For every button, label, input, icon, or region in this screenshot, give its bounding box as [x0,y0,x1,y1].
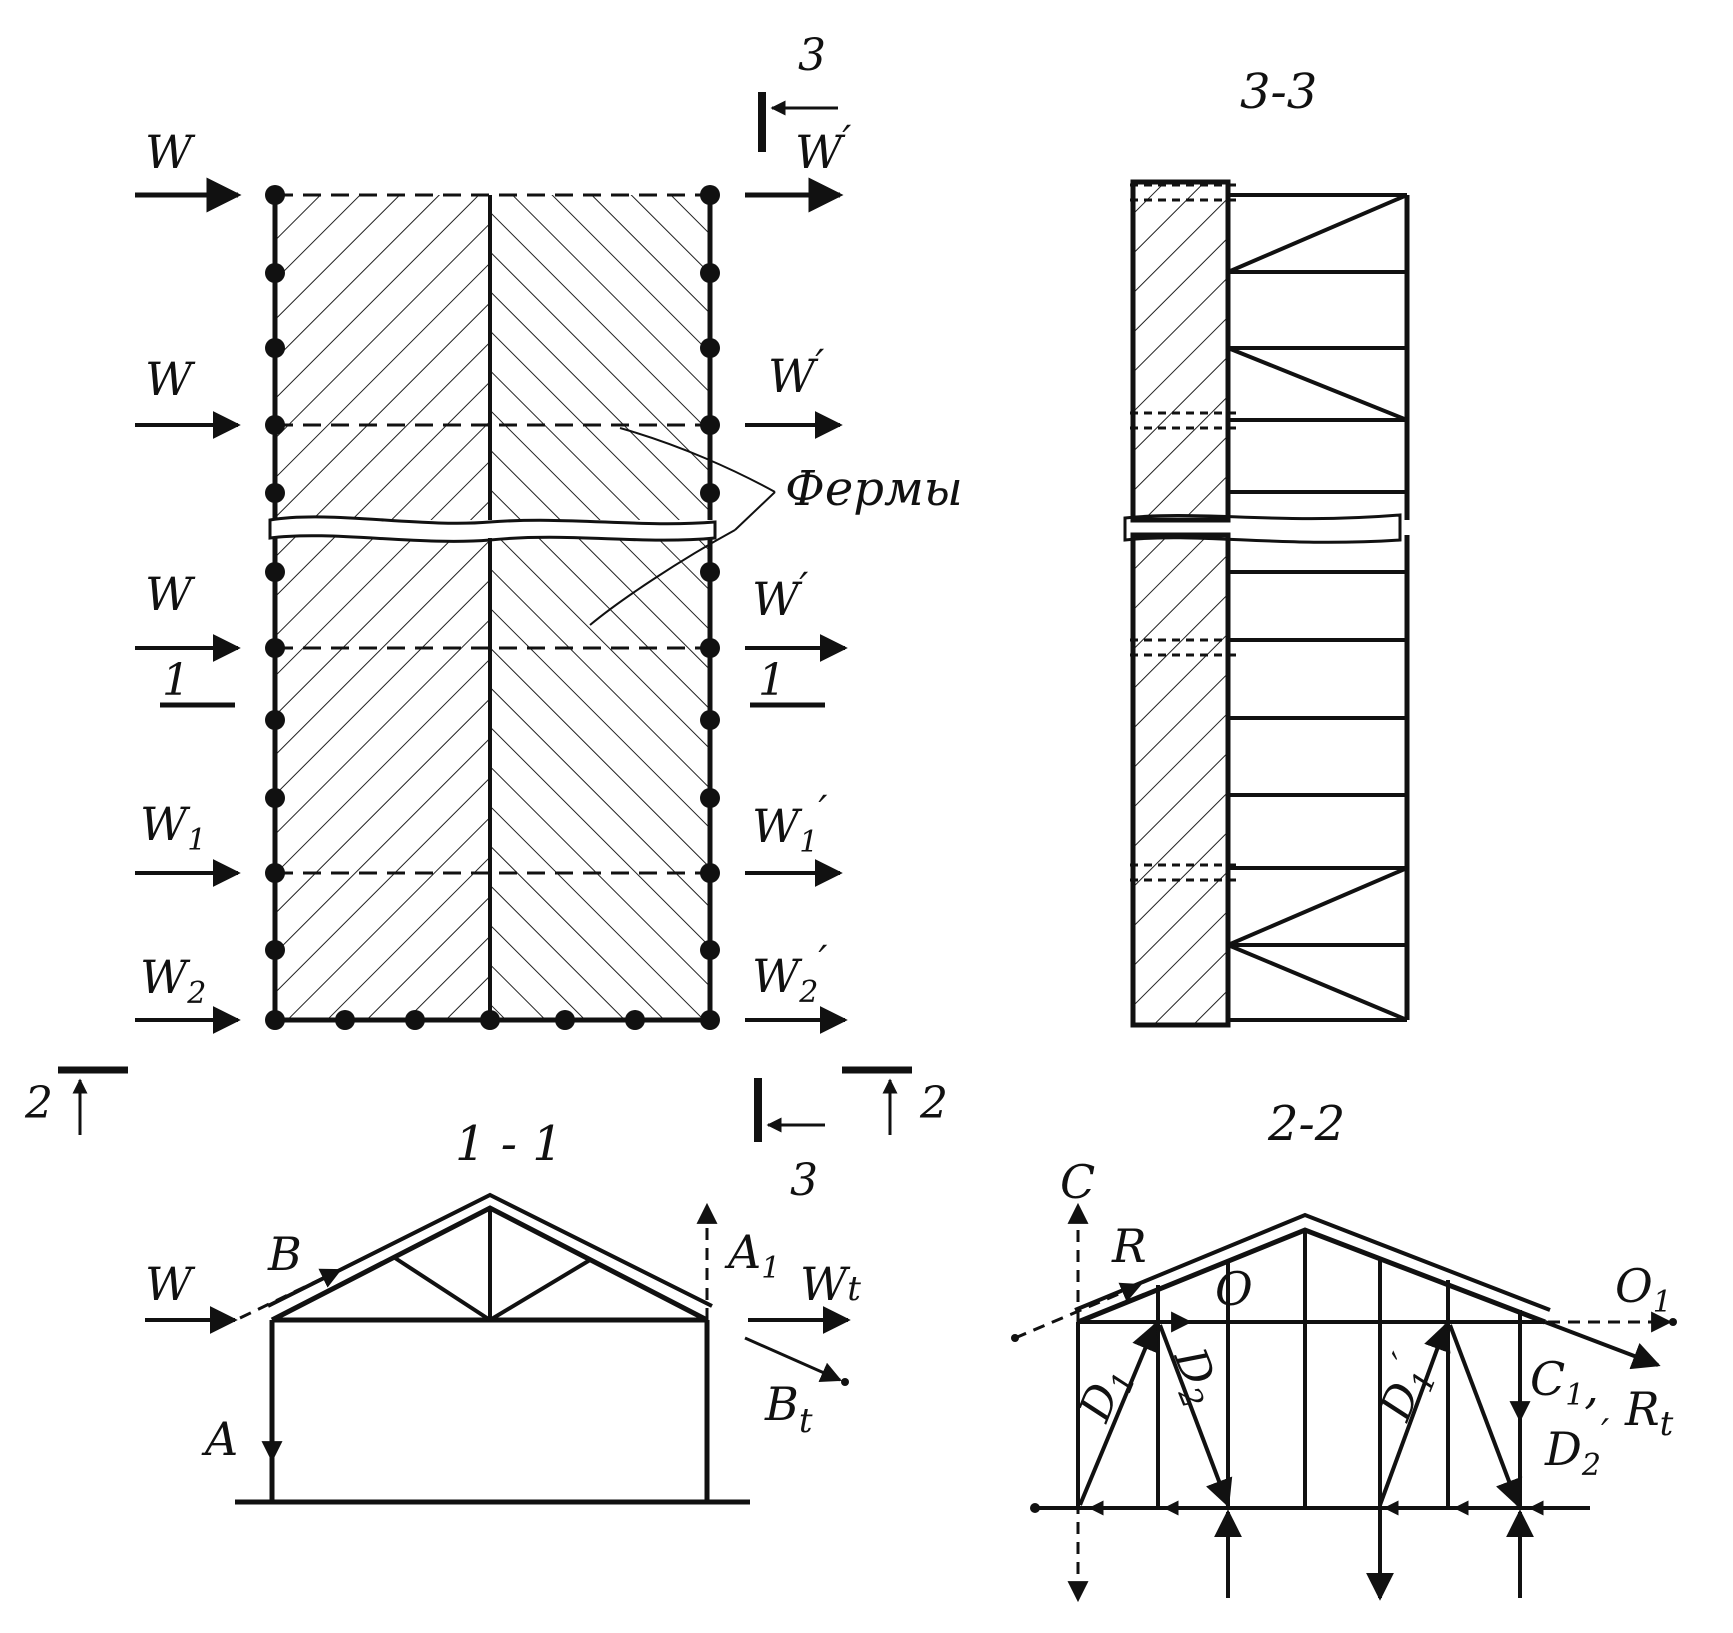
label-Rt: Rt [1624,1382,1674,1444]
section-1-1-title: 1 - 1 [455,1116,563,1172]
left-load-label: W2 [140,950,206,1011]
label-O1: O1 [1615,1259,1672,1320]
roof-left-slope-lower [275,535,490,1020]
label-A1: A1 [724,1225,780,1286]
right-load-label: W′ [752,565,808,626]
plan-break-line [268,515,717,543]
left-load-label: W [145,125,196,179]
section-3-3-hatch-lower [1133,535,1228,1025]
section-3-3-hatch-upper [1133,182,1228,520]
label-C1: C1, [1530,1352,1599,1414]
plan-columns [265,185,720,1030]
label-R: R [1111,1219,1147,1273]
left-load-label: W [145,567,196,621]
right-load-label: W′ [768,342,824,403]
right-load-label: W2′ [752,938,827,1010]
left-wind-arrows [135,177,242,1034]
label-Bt: Bt [764,1377,813,1441]
label-W: W [145,1257,196,1311]
label-B: B [267,1227,302,1281]
section-mark-3-top: 3 [798,30,826,81]
roof-left-slope-upper [275,195,490,520]
section-2-2-title: 2-2 [1267,1096,1345,1152]
roof-right-slope-lower [490,535,710,1020]
section-mark-3-bottom: 3 [790,1155,818,1206]
section-mark-1-right: 1 [758,655,786,706]
left-load-label: W [145,352,196,406]
roof-right-slope-upper [490,195,710,520]
label-O: O [1215,1262,1253,1316]
right-wind-arrows [745,177,848,1034]
section-3-3: 3-3 [1123,64,1410,1028]
section-mark-2-left: 2 [24,1078,53,1129]
right-load-label: W′ [795,118,851,179]
section-1-1: 1 - 1 W B A A1 Wt Bt [145,1116,861,1505]
section-3-3-connectors [1130,183,1240,882]
trusses-callout: Фермы [589,427,963,626]
plan-view: W W W W1 W2 W′ W′ W′ W1′ W2′ 1 1 3 3 2 2 [24,30,963,1206]
label-Wt: Wt [800,1257,861,1311]
section-mark-1-left: 1 [162,655,190,706]
label-D1: D1 [1069,1359,1144,1432]
label-A: A [201,1412,238,1466]
right-load-label: W1′ [752,788,827,860]
label-C: C [1060,1155,1095,1209]
section-mark-2-right: 2 [919,1078,948,1129]
trusses-label: Фермы [785,461,963,517]
section-2-2: 2-2 C R O O1 [1011,1096,1677,1603]
section-3-3-title: 3-3 [1240,64,1317,120]
label-D2-prime: D2′ [1544,1413,1609,1483]
left-load-label: W1 [140,797,206,858]
